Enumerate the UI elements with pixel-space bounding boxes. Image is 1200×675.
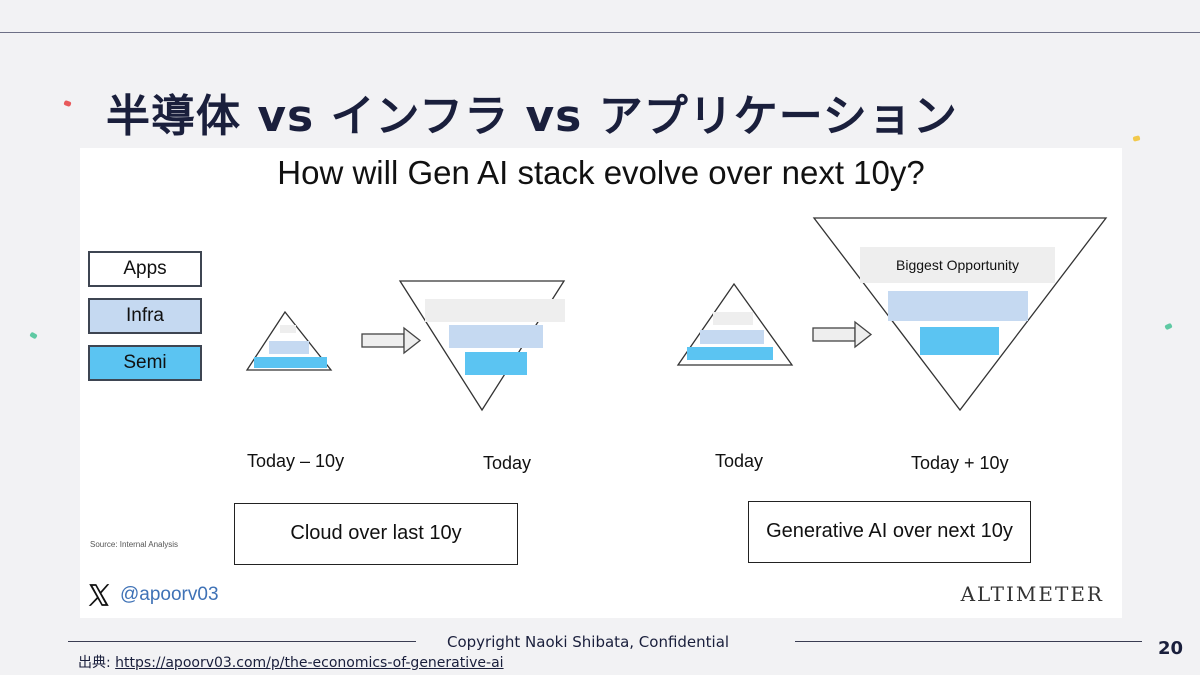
- era-generative-box: Generative AI over next 10y: [748, 501, 1031, 563]
- caption-today-cloud: Today: [483, 453, 532, 473]
- top-rule: [0, 32, 1200, 33]
- copyright-notice: Copyright Naoki Shibata, Confidential: [447, 633, 730, 651]
- stack-diagram: [245, 217, 1108, 412]
- caption-today-plus-10y: Today + 10y: [911, 453, 1009, 473]
- page-number: 20: [1158, 638, 1184, 659]
- arrow-generative-era: [812, 320, 873, 349]
- social-handle: @apoorv03: [120, 584, 219, 605]
- source-citation: 出典: https://apoorv03.com/p/the-economics…: [78, 652, 504, 672]
- confetti-mark: [1132, 135, 1141, 142]
- slide-title: 半導体 vs インフラ vs アプリケーション: [106, 91, 958, 142]
- brand-wordmark: ALTIMETER: [960, 582, 1104, 606]
- inverted-pyramid-today-plus-10y: [812, 217, 1108, 412]
- callout-biggest-opportunity: Biggest Opportunity: [896, 257, 1019, 273]
- source-note: Source: Internal Analysis: [90, 540, 179, 549]
- era-cloud-box: Cloud over last 10y: [234, 503, 518, 565]
- inverted-pyramid-today: [398, 280, 566, 412]
- footer-rule-left: [68, 641, 416, 642]
- figure-panel: How will Gen AI stack evolve over next 1…: [80, 148, 1122, 618]
- caption-today-minus-10y: Today – 10y: [247, 451, 345, 471]
- confetti-mark: [63, 99, 72, 108]
- caption-today-generative: Today: [715, 451, 764, 471]
- confetti-mark: [29, 331, 38, 340]
- legend-semi: Semi: [88, 345, 202, 381]
- footer-rule-right: [795, 641, 1142, 642]
- figure-heading: How will Gen AI stack evolve over next 1…: [277, 154, 925, 191]
- arrow-cloud-era: [361, 326, 422, 355]
- x-logo-icon: [88, 584, 110, 606]
- source-label: 出典:: [78, 655, 116, 671]
- legend-infra: Infra: [88, 298, 202, 334]
- confetti-mark: [1164, 322, 1173, 331]
- pyramid-today-generative: [676, 282, 794, 366]
- source-link[interactable]: https://apoorv03.com/p/the-economics-of-…: [115, 655, 504, 671]
- legend-apps: Apps: [88, 251, 202, 287]
- pyramid-today-minus-10y: [245, 310, 333, 371]
